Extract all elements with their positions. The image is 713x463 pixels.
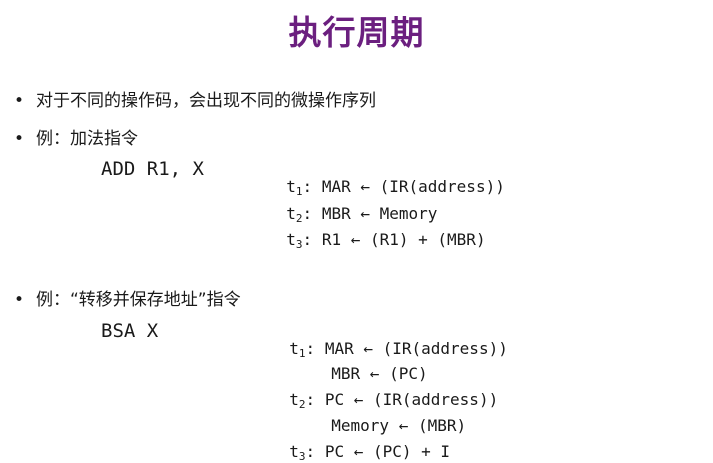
step-label: t xyxy=(286,204,296,223)
bullet-marker: • xyxy=(14,129,25,149)
step-separator: : xyxy=(305,390,316,409)
add-step-3: t3: R1 ← (R1) + (MBR) xyxy=(267,211,486,251)
bullet-item: • 例：“转移并保存地址”指令 xyxy=(14,285,241,310)
step-subscript: 3 xyxy=(298,450,306,463)
bullet-marker: • xyxy=(14,290,25,310)
step-separator: : xyxy=(305,339,316,358)
bullet-marker: • xyxy=(14,91,25,111)
step-label: t xyxy=(289,339,299,358)
step-separator: : xyxy=(305,442,316,461)
step-separator: : xyxy=(302,230,313,249)
micro-op: R1 ← (R1) + (MBR) xyxy=(321,230,486,249)
step-subscript: 3 xyxy=(295,238,303,251)
add-step-2: t2: MBR ← Memory xyxy=(267,185,437,225)
bsa-step-1: t1: MAR ← (IR(address)) xyxy=(270,320,508,360)
bullet-text: 对于不同的操作码，会出现不同的微操作序列 xyxy=(36,91,376,111)
micro-op: MBR ← Memory xyxy=(321,204,438,223)
step-label: t xyxy=(286,230,296,249)
step-subscript: 2 xyxy=(295,212,303,225)
bullet-item: • 对于不同的操作码，会出现不同的微操作序列 xyxy=(14,86,376,111)
step-subscript: 2 xyxy=(298,398,306,411)
bullet-item: • 例：加法指令 xyxy=(14,124,138,149)
bullet-text: 例：“转移并保存地址”指令 xyxy=(36,290,241,310)
micro-op: MAR ← (IR(address)) xyxy=(321,177,505,196)
micro-op: PC ← (PC) + I xyxy=(324,442,451,461)
micro-op: Memory ← (MBR) xyxy=(331,416,467,435)
micro-op: MBR ← (PC) xyxy=(331,364,428,383)
step-label: t xyxy=(289,390,299,409)
step-label: t xyxy=(289,442,299,461)
step-subscript: 1 xyxy=(295,185,303,198)
add-step-1: t1: MAR ← (IR(address)) xyxy=(267,158,505,198)
micro-op: PC ← (IR(address)) xyxy=(324,390,499,409)
bsa-step-1b: MBR ← (PC) xyxy=(312,345,428,383)
add-instruction: ADD R1, X xyxy=(101,158,204,180)
step-separator: : xyxy=(302,204,313,223)
step-separator: : xyxy=(302,177,313,196)
bsa-step-2: t2: PC ← (IR(address)) xyxy=(270,371,498,411)
bullet-text: 例：加法指令 xyxy=(36,129,138,149)
bsa-instruction: BSA X xyxy=(101,320,159,342)
page-title: 执行周期 xyxy=(288,13,425,52)
bsa-step-3: t3: PC ← (PC) + I xyxy=(270,423,450,463)
micro-op: MAR ← (IR(address)) xyxy=(324,339,508,358)
step-label: t xyxy=(286,177,296,196)
bsa-step-2b: Memory ← (MBR) xyxy=(312,397,466,435)
step-subscript: 1 xyxy=(298,347,306,360)
